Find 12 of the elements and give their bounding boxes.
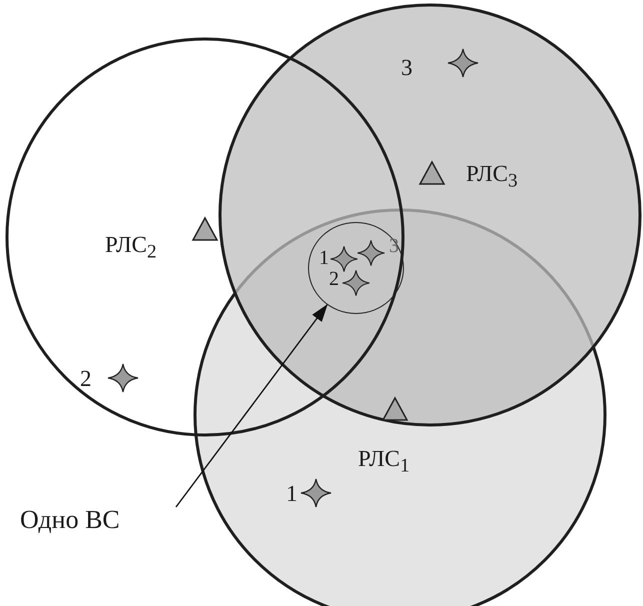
- target-number: 1: [319, 248, 329, 268]
- target-number: 1: [286, 482, 298, 505]
- target-number: 3: [389, 236, 399, 256]
- leader-arrow: [175, 304, 328, 508]
- radar-label: РЛС$_{1}$: [358, 447, 410, 476]
- target-number: 3: [401, 56, 412, 79]
- radar-label: РЛС$_{2}$: [105, 233, 157, 262]
- target-cluster-circle: [308, 222, 404, 314]
- radar-label: РЛС$_{3}$: [466, 162, 518, 191]
- target-number: 2: [80, 367, 92, 390]
- target-number: 2: [329, 269, 339, 289]
- callout-text: Одно ВС: [20, 505, 180, 537]
